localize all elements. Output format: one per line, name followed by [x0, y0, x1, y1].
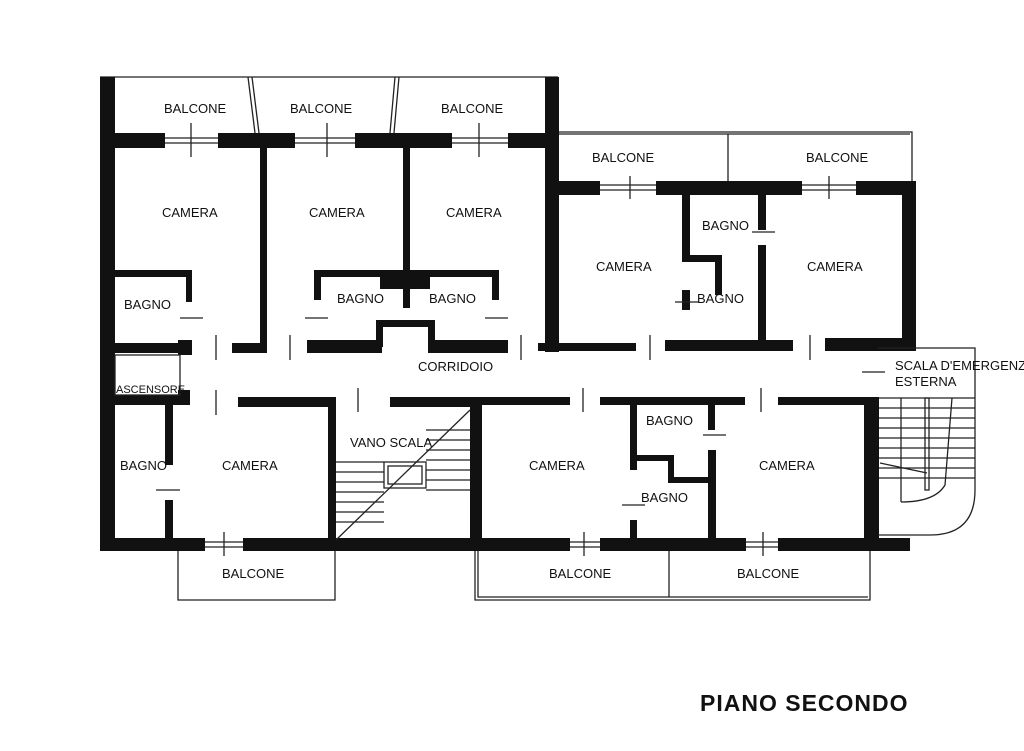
label-bagno-5: BAGNO [697, 291, 744, 306]
label-balcone-bottom-1: BALCONE [222, 566, 284, 581]
vano-scala-stairs [335, 409, 471, 541]
walls [100, 77, 916, 551]
label-camera-1: CAMERA [162, 205, 218, 220]
label-balcone-top-3: BALCONE [441, 101, 503, 116]
balcony-outlines [100, 76, 913, 601]
label-camera-2: CAMERA [309, 205, 365, 220]
label-camera-5: CAMERA [807, 259, 863, 274]
label-corridoio: CORRIDOIO [418, 359, 493, 374]
label-balcone-top-2: BALCONE [290, 101, 352, 116]
label-bagno-8: BAGNO [641, 490, 688, 505]
label-camera-7: CAMERA [529, 458, 585, 473]
label-bagno-6: BAGNO [120, 458, 167, 473]
label-balcone-right-1: BALCONE [592, 150, 654, 165]
label-balcone-bottom-3: BALCONE [737, 566, 799, 581]
label-bagno-3: BAGNO [429, 291, 476, 306]
label-esterna: ESTERNA [895, 374, 957, 389]
label-camera-4: CAMERA [596, 259, 652, 274]
label-bagno-4: BAGNO [702, 218, 749, 233]
floor-title: PIANO SECONDO [700, 690, 909, 716]
label-balcone-bottom-2: BALCONE [549, 566, 611, 581]
door-marks [114, 123, 885, 556]
room-labels: BALCONE BALCONE BALCONE BALCONE BALCONE … [116, 101, 1024, 581]
label-camera-3: CAMERA [446, 205, 502, 220]
label-scala-emergenza: SCALA D'EMERGENZA [895, 358, 1024, 373]
label-balcone-top-1: BALCONE [164, 101, 226, 116]
external-stair [878, 347, 976, 536]
label-bagno-1: BAGNO [124, 297, 171, 312]
label-vano-scala: VANO SCALA [350, 435, 432, 450]
label-bagno-2: BAGNO [337, 291, 384, 306]
label-camera-6: CAMERA [222, 458, 278, 473]
label-bagno-7: BAGNO [646, 413, 693, 428]
label-balcone-right-2: BALCONE [806, 150, 868, 165]
label-camera-8: CAMERA [759, 458, 815, 473]
label-ascensore: ASCENSORE [116, 384, 185, 396]
